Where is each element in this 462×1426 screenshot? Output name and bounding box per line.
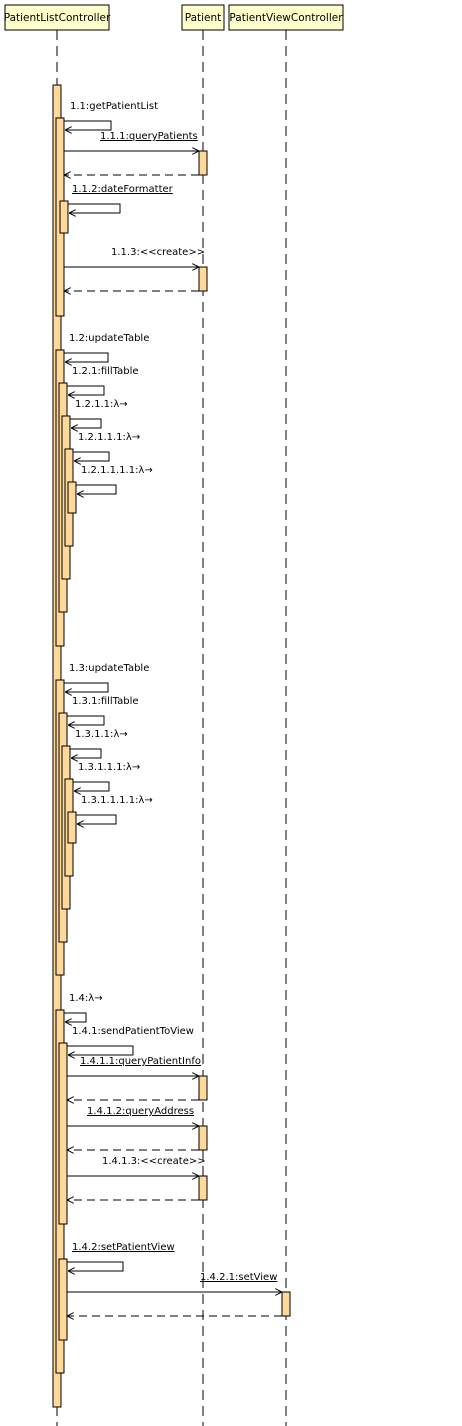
- self-message-arrow: [64, 120, 112, 130]
- participant-label: PatientListController: [4, 12, 111, 24]
- self-message-arrow: [67, 715, 105, 725]
- activation-bar: [67, 481, 77, 514]
- activation-bar: [198, 266, 208, 292]
- message-label: 1.4.2:setPatientView: [72, 1242, 175, 1253]
- self-message: 1.4.1:sendPatientToView: [67, 1026, 194, 1055]
- self-message: 1.3.1.1.1.1:λ→: [76, 795, 153, 824]
- message-label: 1.2:updateTable: [69, 333, 149, 344]
- call-message: 1.4.1.2:queryAddress: [67, 1106, 199, 1126]
- self-message-arrow: [73, 781, 110, 791]
- message-label: 1.4.1.1:queryPatientInfo: [80, 1056, 201, 1067]
- call-message: 1.4.1.1:queryPatientInfo: [67, 1056, 201, 1076]
- message-label: 1.3.1.1:λ→: [75, 729, 128, 740]
- call-message: 1.1.3:<<create>>: [64, 247, 205, 267]
- self-message-arrow: [67, 385, 105, 395]
- self-message: 1.2:updateTable: [64, 333, 149, 362]
- message-label: 1.4.1.2:queryAddress: [87, 1106, 194, 1117]
- self-message: 1.3:updateTable: [64, 663, 149, 692]
- self-message: 1.3.1:fillTable: [67, 696, 139, 725]
- call-message: 1.4.1.3:<<create>>: [67, 1156, 206, 1176]
- self-message-arrow: [70, 748, 102, 758]
- message-label: 1.3.1.1.1.1:λ→: [81, 795, 153, 806]
- activation-bar: [58, 1258, 68, 1341]
- self-message-arrow: [68, 203, 121, 213]
- message-label: 1.4.1:sendPatientToView: [72, 1026, 194, 1037]
- activation-bar: [58, 1042, 68, 1225]
- message-label: 1.3:updateTable: [69, 663, 149, 674]
- self-message: 1.3.1.1.1:λ→: [73, 762, 140, 791]
- self-message: 1.4.2:setPatientView: [67, 1242, 175, 1271]
- messages: 1.1:getPatientList 1.1.1:queryPatients 1.1…: [64, 101, 282, 1316]
- self-message-arrow: [76, 814, 117, 824]
- activation-bar: [198, 1125, 208, 1151]
- self-message: 1.2.1.1.1.1:λ→: [76, 465, 153, 494]
- message-label: 1.2.1:fillTable: [72, 366, 139, 377]
- participant-patient-view-controller[interactable]: PatientViewController: [228, 4, 344, 31]
- message-label: 1.3.1.1.1:λ→: [78, 762, 140, 773]
- participant-label: Patient: [185, 12, 222, 24]
- message-label: 1.4.1.3:<<create>>: [102, 1156, 206, 1167]
- self-message-arrow: [67, 1261, 124, 1271]
- message-label: 1.2.1.1.1:λ→: [78, 432, 140, 443]
- participant-patient-list-controller[interactable]: PatientListController: [4, 4, 111, 31]
- participant-patient[interactable]: Patient: [181, 4, 225, 31]
- message-label: 1.2.1.1.1.1:λ→: [81, 465, 153, 476]
- message-label: 1.2.1.1:λ→: [75, 399, 128, 410]
- message-label: 1.4:λ→: [69, 993, 103, 1004]
- self-message: 1.2.1.1:λ→: [70, 399, 128, 428]
- message-label: 1.1.2:dateFormatter: [72, 184, 174, 195]
- activation-bar: [198, 1075, 208, 1101]
- call-message: 1.4.2.1:setView: [67, 1272, 282, 1292]
- self-message: 1.1:getPatientList: [64, 101, 158, 130]
- self-message: 1.2.1:fillTable: [67, 366, 139, 395]
- activation-bars: [52, 84, 291, 1408]
- message-label: 1.4.2.1:setView: [200, 1272, 277, 1283]
- call-message: 1.1.1:queryPatients: [64, 131, 199, 151]
- self-message-arrow: [76, 484, 117, 494]
- self-message-arrow: [64, 1012, 87, 1022]
- self-message-arrow: [67, 1045, 134, 1055]
- message-label: 1.1:getPatientList: [70, 101, 158, 112]
- participant-box: [4, 4, 110, 31]
- activation-bar: [198, 150, 208, 176]
- self-message-arrow: [64, 682, 109, 692]
- message-label: 1.3.1:fillTable: [72, 696, 139, 707]
- participant-box: [181, 4, 225, 31]
- message-label: 1.1.3:<<create>>: [111, 247, 205, 258]
- self-message: 1.3.1.1:λ→: [70, 729, 128, 758]
- self-message: 1.4:λ→: [64, 993, 103, 1022]
- activation-bar: [59, 200, 69, 234]
- message-label: 1.1.1:queryPatients: [100, 131, 198, 142]
- activation-bar: [198, 1175, 208, 1201]
- participant-label: PatientViewController: [229, 12, 343, 24]
- self-message-arrow: [70, 418, 102, 428]
- self-message-arrow: [73, 451, 110, 461]
- activation-bar: [281, 1291, 291, 1317]
- self-message: 1.2.1.1.1:λ→: [73, 432, 140, 461]
- self-message-arrow: [64, 352, 109, 362]
- activation-bar: [67, 811, 77, 844]
- self-message: 1.1.2:dateFormatter: [68, 184, 174, 213]
